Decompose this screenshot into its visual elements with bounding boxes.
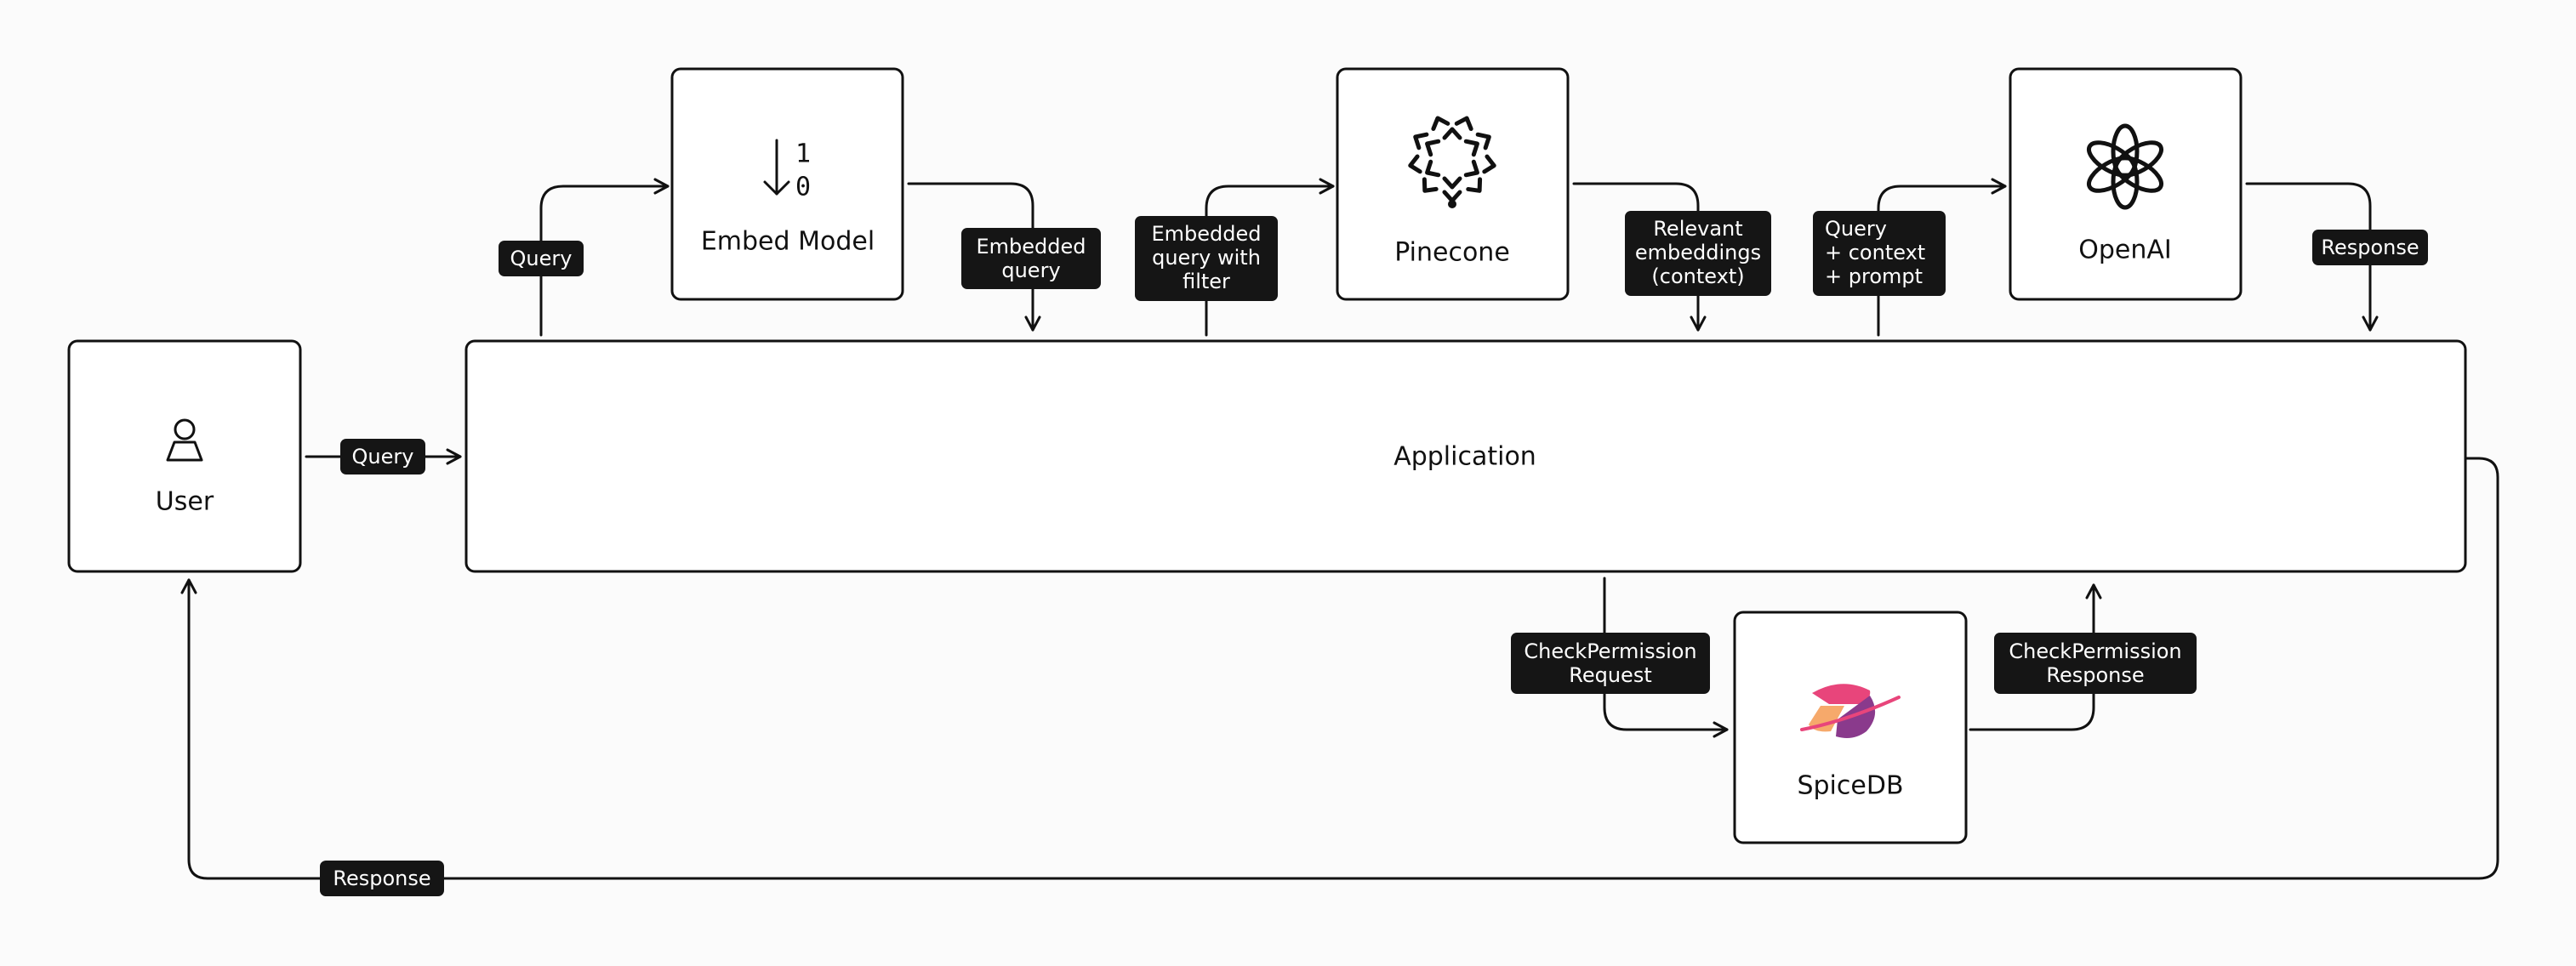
user-node-label: User xyxy=(156,487,214,517)
svg-text:Relevant: Relevant xyxy=(1653,217,1742,241)
spicedb-node[interactable]: SpiceDB xyxy=(1733,611,1968,844)
embed-model-node[interactable]: 1 0 Embed Model xyxy=(670,67,904,301)
pinecone-logo-chevron xyxy=(1442,176,1462,190)
edge-app-to-embed xyxy=(539,178,670,337)
edge-spicedb-to-app xyxy=(1969,583,2102,731)
edge-pinecone-to-app xyxy=(1572,182,1707,332)
svg-text:Request: Request xyxy=(1569,663,1652,687)
connectors xyxy=(180,178,2499,880)
svg-text:CheckPermission: CheckPermission xyxy=(1524,639,1696,663)
edge-label-user-to-app: Query xyxy=(340,439,425,474)
svg-text:query: query xyxy=(1001,259,1060,282)
openai-node[interactable]: OpenAI xyxy=(2009,67,2243,301)
svg-text:Response: Response xyxy=(333,867,430,890)
edge-app-to-openai xyxy=(1877,178,2007,337)
application-node[interactable]: Application xyxy=(464,339,2467,573)
pinecone-logo-icon xyxy=(1408,116,1496,208)
svg-text:+ prompt: + prompt xyxy=(1825,264,1923,288)
svg-text:Query: Query xyxy=(510,247,573,270)
edge-label-app-to-user: Response xyxy=(320,861,444,896)
spicedb-node-label: SpiceDB xyxy=(1797,771,1903,801)
svg-text:Embedded: Embedded xyxy=(976,235,1086,259)
pinecone-logo-chevron xyxy=(1442,127,1462,140)
edge-app-to-spicedb xyxy=(1603,577,1729,738)
pinecone-logo-chevron xyxy=(1425,159,1441,178)
pinecone-logo-chevron xyxy=(1463,139,1479,157)
pinecone-logo-chevron xyxy=(1431,116,1450,131)
edge-app-to-pinecone xyxy=(1205,178,1335,337)
edge-label-openai-to-app: Response xyxy=(2312,230,2428,265)
pinecone-logo-chevron xyxy=(1422,177,1439,193)
svg-text:Query: Query xyxy=(1825,217,1887,241)
svg-text:Response: Response xyxy=(2046,663,2144,687)
openai-logo-icon xyxy=(2087,123,2163,210)
pinecone-logo-chevron xyxy=(1466,177,1483,193)
spicedb-logo-icon xyxy=(1800,684,1901,738)
pinecone-logo-chevron xyxy=(1482,154,1496,174)
svg-text:embeddings: embeddings xyxy=(1635,241,1761,264)
svg-text:Response: Response xyxy=(2321,236,2419,259)
user-node[interactable]: User xyxy=(67,339,302,573)
embedding-icon-digit-bottom: 0 xyxy=(795,173,811,202)
openai-logo-petal xyxy=(2087,140,2137,178)
user-icon xyxy=(166,418,203,462)
pinecone-logo-chevron xyxy=(1454,116,1473,132)
edge-openai-to-app xyxy=(2245,182,2379,332)
embedding-icon: 1 0 xyxy=(763,139,811,202)
edge-label-app-to-embed: Query xyxy=(499,241,584,276)
edge-embed-to-app xyxy=(907,182,1041,332)
pinecone-logo-chevron xyxy=(1413,132,1429,151)
edge-label-app-to-openai: Query + context + prompt xyxy=(1813,211,1946,296)
edge-app-to-user xyxy=(180,457,2499,880)
pinecone-logo-chevron xyxy=(1408,154,1422,174)
edge-label-pinecone-to-app: Relevant embeddings (context) xyxy=(1625,211,1771,296)
application-node-label: Application xyxy=(1393,442,1536,472)
embed-model-node-label: Embed Model xyxy=(701,227,875,257)
edge-label-embed-to-app: Embedded query xyxy=(961,228,1101,289)
openai-node-label: OpenAI xyxy=(2078,236,2172,265)
pinecone-node-label: Pinecone xyxy=(1394,238,1510,268)
pinecone-logo-dot xyxy=(1448,200,1456,208)
svg-text:CheckPermission: CheckPermission xyxy=(2009,639,2181,663)
edge-label-app-to-spicedb: CheckPermission Request xyxy=(1511,633,1710,694)
svg-text:Embedded: Embedded xyxy=(1151,222,1261,246)
edge-label-spicedb-to-app: CheckPermission Response xyxy=(1994,633,2197,694)
pinecone-node[interactable]: Pinecone xyxy=(1336,67,1570,301)
edge-label-app-to-pinecone: Embedded query with filter xyxy=(1135,216,1278,301)
svg-text:+ context: + context xyxy=(1825,241,1925,264)
svg-text:filter: filter xyxy=(1183,270,1230,293)
embedding-icon-digit-top: 1 xyxy=(795,139,811,169)
pinecone-logo-chevron xyxy=(1425,139,1441,157)
pinecone-logo-chevron xyxy=(1463,159,1479,178)
svg-text:query with: query with xyxy=(1152,246,1261,270)
svg-text:Query: Query xyxy=(352,445,414,469)
pinecone-logo-chevron xyxy=(1475,132,1491,151)
svg-text:(context): (context) xyxy=(1651,264,1744,288)
